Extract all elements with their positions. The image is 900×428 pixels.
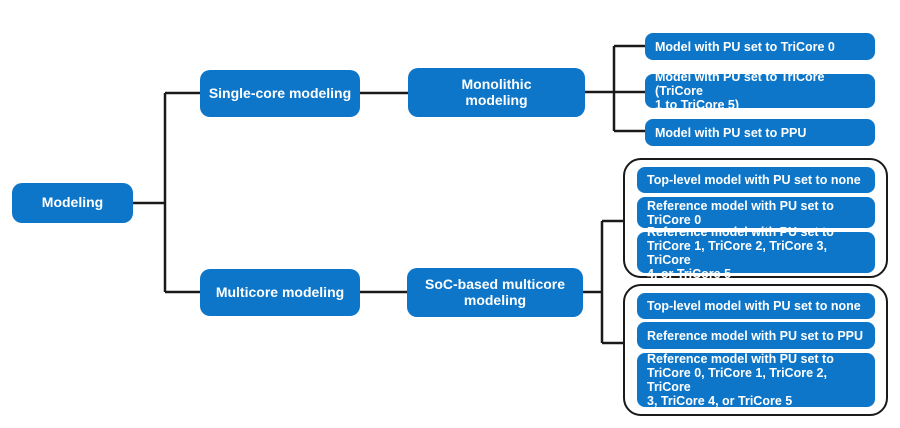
connector-monolithic-branch <box>360 44 645 133</box>
leaf-g2-top-level-none: Top-level model with PU set to none <box>637 293 875 319</box>
leaf-model-pu-tricore-1-to-5: Model with PU set to TriCore (TriCore 1 … <box>645 70 875 112</box>
soc-group-2-outline <box>623 284 888 416</box>
node-modeling: Modeling <box>12 183 133 223</box>
leaf-g2-reference-ppu: Reference model with PU set to PPU <box>637 322 875 349</box>
connector-soc-branch <box>360 219 624 345</box>
node-monolithic-modeling: Monolithic modeling <box>408 68 585 117</box>
node-multicore-modeling: Multicore modeling <box>200 269 360 316</box>
soc-group-1-outline <box>623 158 888 278</box>
node-single-core-modeling: Single-core modeling <box>200 70 360 117</box>
leaf-g1-reference-tricore-1-to-5: Reference model with PU set to TriCore 1… <box>637 225 875 281</box>
leaf-g1-top-level-none: Top-level model with PU set to none <box>637 167 875 193</box>
node-soc-based-multicore-modeling: SoC-based multicore modeling <box>407 268 583 317</box>
leaf-g1-reference-tricore-0: Reference model with PU set to TriCore 0 <box>637 197 875 228</box>
leaf-g2-reference-tricore-0-to-5: Reference model with PU set to TriCore 0… <box>637 352 875 408</box>
leaf-model-pu-ppu: Model with PU set to PPU <box>645 119 875 146</box>
connector-root-branch <box>133 91 200 294</box>
leaf-model-pu-tricore-0: Model with PU set to TriCore 0 <box>645 33 875 60</box>
